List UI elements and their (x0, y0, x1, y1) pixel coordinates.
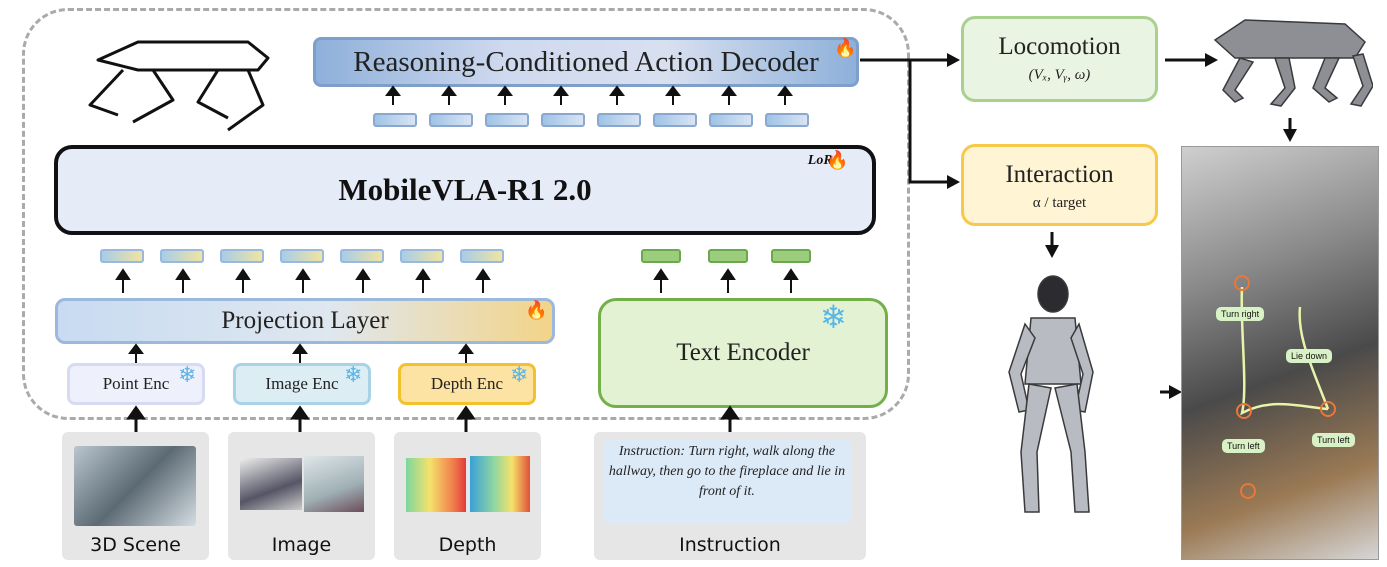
decoder-token (765, 113, 809, 127)
locomotion-block: Locomotion (Vₓ, Vᵧ, ω) (961, 16, 1158, 102)
tag-turn-right: Turn right (1216, 307, 1265, 321)
decoder-input-arrows (385, 85, 793, 105)
depth-thumbnail (470, 456, 530, 512)
image-thumbnail (304, 456, 364, 512)
tag-turn-left: Turn left (1312, 433, 1355, 447)
trajectory-path (1234, 275, 1336, 499)
scene-panel: 3D Scene (62, 432, 209, 560)
image-panel: Image (228, 432, 375, 560)
quadruped-robot-icon (1213, 19, 1373, 107)
vision-token (340, 249, 384, 263)
depth-encoder-label: Depth Enc (430, 374, 504, 393)
tag-lie-down: Lie down (1286, 349, 1333, 363)
vision-token (460, 249, 504, 263)
image-label: Image (271, 534, 332, 556)
vision-token (100, 249, 144, 263)
tag-turn-left: Turn left (1222, 439, 1265, 453)
instruction-label: Instruction (679, 534, 781, 556)
scene-label: 3D Scene (90, 534, 181, 556)
depth-panel: Depth (394, 432, 541, 560)
action-decoder-block: Reasoning-Conditioned Action Decoder (313, 37, 859, 87)
scene-topdown-photo: Turn right Lie down Turn left Turn left (1181, 146, 1379, 560)
decoder-token (709, 113, 753, 127)
humanoid-robot-icon (1008, 275, 1094, 513)
vision-token (280, 249, 324, 263)
trainable-fire-icon: 🔥 (525, 300, 548, 320)
point-encoder-label: Point Enc (102, 374, 170, 393)
lora-label: LoRA (807, 153, 842, 168)
scene-thumbnail (74, 446, 196, 526)
output-arrows (860, 53, 960, 189)
mobilevla-label: MobileVLA-R1 2.0 (338, 172, 592, 207)
robot-dog-outline-icon (88, 40, 270, 132)
mobilevla-block: MobileVLA-R1 2.0 LoRA (54, 145, 876, 235)
depth-label: Depth (438, 534, 497, 556)
decoder-token (597, 113, 641, 127)
frozen-snowflake-icon: ❄ (820, 299, 847, 335)
interaction-vars: α / target (1032, 195, 1087, 211)
image-encoder: Image Enc (233, 363, 371, 405)
text-encoder-label: Text Encoder (676, 339, 810, 366)
action-decoder-label: Reasoning-Conditioned Action Decoder (353, 45, 819, 78)
decoder-token (653, 113, 697, 127)
text-encoder: Text Encoder (598, 298, 888, 408)
depth-encoder: Depth Enc (398, 363, 536, 405)
instruction-text: Instruction: Turn right, walk along the … (603, 440, 851, 524)
locomotion-title: Locomotion (998, 33, 1121, 60)
frozen-snowflake-icon: ❄ (178, 362, 197, 387)
robot-arrows (1160, 53, 1297, 399)
interaction-block: Interaction α / target (961, 144, 1158, 226)
vision-token (400, 249, 444, 263)
point-encoder: Point Enc (67, 363, 205, 405)
decoder-token (373, 113, 417, 127)
interaction-down-arrow (1045, 232, 1059, 258)
image-thumbnail (240, 458, 302, 510)
text-token (771, 249, 811, 263)
trainable-fire-icon: 🔥 (834, 38, 857, 58)
locomotion-vars: (Vₓ, Vᵧ, ω) (1028, 67, 1091, 83)
input-arrows (126, 405, 740, 433)
projection-layer: Projection Layer (55, 298, 555, 344)
trainable-fire-icon: 🔥 (826, 150, 849, 170)
frozen-snowflake-icon: ❄ (344, 362, 363, 387)
image-encoder-label: Image Enc (265, 374, 339, 393)
encoder-to-projection-arrows (128, 343, 474, 363)
text-token (708, 249, 748, 263)
interaction-title: Interaction (1005, 161, 1114, 188)
vision-token (160, 249, 204, 263)
decoder-token (541, 113, 585, 127)
decoder-token (485, 113, 529, 127)
token-arrows (115, 268, 799, 293)
decoder-token (429, 113, 473, 127)
depth-thumbnail (406, 458, 466, 512)
vision-token (220, 249, 264, 263)
frozen-snowflake-icon: ❄ (510, 362, 529, 387)
text-token (641, 249, 681, 263)
projection-label: Projection Layer (221, 307, 389, 334)
